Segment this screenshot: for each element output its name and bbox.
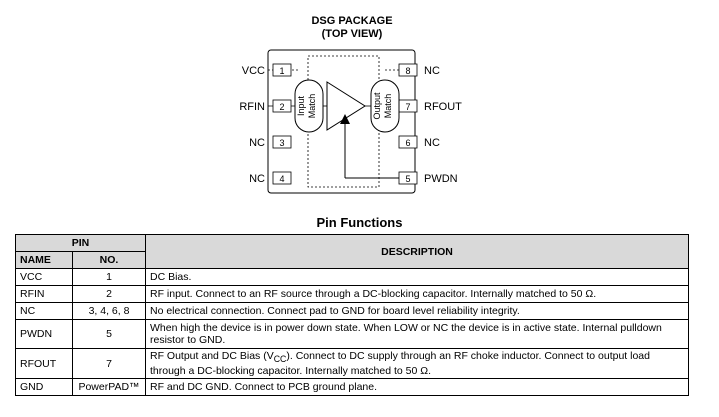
pin-functions-title: Pin Functions xyxy=(316,215,403,230)
input-match-label-2: Match xyxy=(307,94,317,119)
pin-4: 4 NC xyxy=(249,171,292,185)
pin-name: NC xyxy=(15,302,73,320)
pin-functions-table: PIN DESCRIPTION NAME NO. VCC 1 DC Bias. … xyxy=(15,234,689,397)
no-header: NO. xyxy=(72,251,146,269)
pin-4-label: NC xyxy=(249,173,265,185)
input-match-label-1: Input xyxy=(296,95,306,116)
package-title: DSG PACKAGE xyxy=(311,15,392,27)
pin-5-number: 5 xyxy=(405,174,410,184)
pin-8-number: 8 xyxy=(405,66,410,76)
pin-number: 7 xyxy=(72,347,146,380)
pin-1-number: 1 xyxy=(279,66,284,76)
pin-6: 6 NC xyxy=(398,135,440,149)
table-row: PWDN 5 When high the device is in power … xyxy=(15,319,689,349)
desc-part-b: ). Connect to DC supply through an RF ch… xyxy=(150,350,650,378)
desc-part-a: RF Output and DC Bias (V xyxy=(150,350,274,362)
pin-number: 5 xyxy=(72,319,146,349)
pin-number: PowerPAD™ xyxy=(72,378,146,397)
pin-number: 2 xyxy=(72,285,146,303)
pin-1: 1 VCC xyxy=(242,63,298,77)
pin-name: VCC xyxy=(15,268,73,286)
pin-3-label: NC xyxy=(249,137,265,149)
pin-3-number: 3 xyxy=(279,138,284,148)
pin-description: No electrical connection. Connect pad to… xyxy=(145,302,689,320)
table-row: RFIN 2 RF input. Connect to an RF source… xyxy=(15,285,689,303)
pin-7-label: RFOUT xyxy=(424,101,462,113)
pin-7: 7 RFOUT xyxy=(375,99,462,113)
pin-name: RFIN xyxy=(15,285,73,303)
pin-header: PIN xyxy=(15,234,146,252)
pin-description: DC Bias. xyxy=(145,268,689,286)
pin-number: 3, 4, 6, 8 xyxy=(72,302,146,320)
package-pinout-diagram: DSG PACKAGE (TOP VIEW) 1 VCC 2 RFIN 3 NC… xyxy=(239,15,462,194)
pin-description: RF and DC GND. Connect to PCB ground pla… xyxy=(145,378,689,397)
pin-2-label: RFIN xyxy=(239,101,265,113)
pin-8: 8 NC xyxy=(385,63,440,77)
pin-name: PWDN xyxy=(15,319,73,349)
pin-description: RF Output and DC Bias (VCC). Connect to … xyxy=(145,347,689,380)
pin-4-number: 4 xyxy=(279,174,284,184)
pin-description: When high the device is in power down st… xyxy=(145,319,689,349)
pin-1-label: VCC xyxy=(242,65,265,77)
input-match-block: Input Match xyxy=(294,79,324,133)
pin-description: RF input. Connect to an RF source throug… xyxy=(145,285,689,303)
pin-5-label: PWDN xyxy=(424,173,458,185)
pin-8-label: NC xyxy=(424,65,440,77)
output-match-label-2: Match xyxy=(383,94,393,119)
table-row: GND PowerPAD™ RF and DC GND. Connect to … xyxy=(15,378,689,397)
output-match-block: Output Match xyxy=(370,79,400,133)
pin-5: 5 PWDN xyxy=(345,171,458,185)
pwdn-control-arrow xyxy=(340,114,350,178)
table-row: NC 3, 4, 6, 8 No electrical connection. … xyxy=(15,302,689,320)
table-row: RFOUT 7 RF Output and DC Bias (VCC). Con… xyxy=(15,347,689,380)
pin-name: GND xyxy=(15,378,73,397)
description-header: DESCRIPTION xyxy=(145,234,689,269)
pin-number: 1 xyxy=(72,268,146,286)
pin-6-label: NC xyxy=(424,137,440,149)
desc-subscript: CC xyxy=(273,354,287,365)
table-row: VCC 1 DC Bias. xyxy=(15,268,689,286)
pin-3: 3 NC xyxy=(249,135,292,149)
output-match-label-1: Output xyxy=(372,92,382,120)
pin-name: RFOUT xyxy=(15,347,73,380)
package-subtitle: (TOP VIEW) xyxy=(322,28,383,40)
name-header: NAME xyxy=(15,251,73,269)
pin-7-number: 7 xyxy=(405,102,410,112)
pin-6-number: 6 xyxy=(405,138,410,148)
pin-2-number: 2 xyxy=(279,102,284,112)
